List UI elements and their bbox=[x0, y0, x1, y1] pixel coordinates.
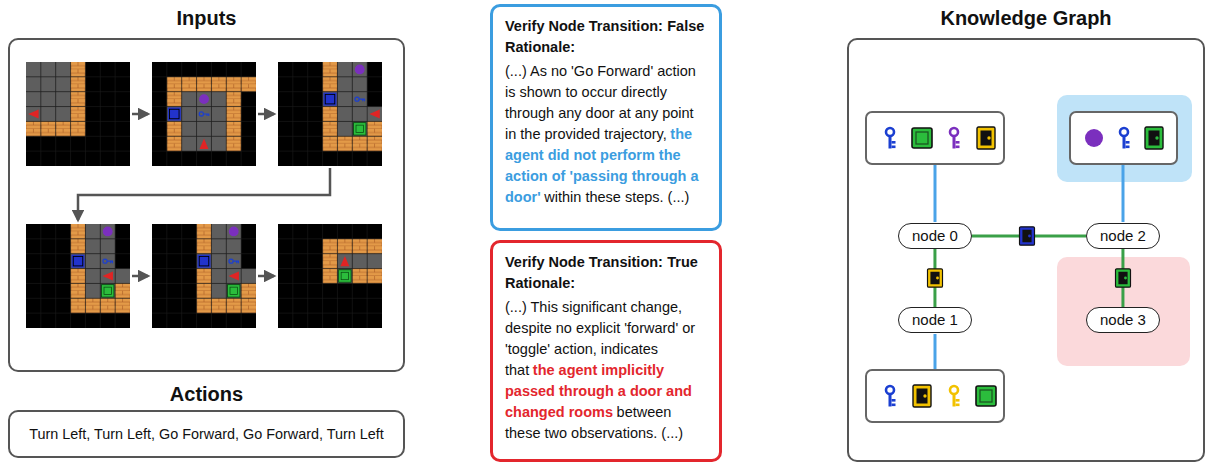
sequence-arrow bbox=[132, 275, 148, 278]
graph-node-label: node 2 bbox=[1100, 227, 1146, 244]
door-icon bbox=[928, 269, 943, 287]
sequence-arrow bbox=[258, 113, 274, 116]
graph-node-label: node 0 bbox=[912, 227, 958, 244]
verdict-value: False bbox=[667, 18, 704, 34]
grid-observation bbox=[26, 224, 130, 328]
door-icon bbox=[1020, 227, 1035, 245]
panel-title-text: Inputs bbox=[177, 7, 237, 29]
item-links bbox=[935, 164, 1123, 370]
rationale-text: (...) As no 'Go Forward' action is shown… bbox=[505, 63, 696, 142]
verdict-label: Verify Node Transition: bbox=[505, 18, 663, 34]
key-icon bbox=[886, 386, 896, 407]
sequence-arrow bbox=[132, 113, 148, 116]
rationale-heading: Rationale: bbox=[505, 273, 707, 294]
actions-box: Turn Left, Turn Left, Go Forward, Go For… bbox=[8, 410, 405, 458]
panel-title: Inputs bbox=[8, 4, 405, 32]
item-box bbox=[866, 370, 1004, 422]
box-icon bbox=[912, 128, 932, 148]
verdict-line: Verify Node Transition:False bbox=[505, 16, 707, 37]
rationale-body: (...) This significant change, despite n… bbox=[505, 297, 707, 444]
verdict-value: True bbox=[667, 254, 698, 270]
grid-observation bbox=[152, 224, 256, 328]
sequence-arrows bbox=[78, 114, 330, 276]
graph-node: node 1 bbox=[898, 307, 972, 333]
item-box bbox=[1070, 112, 1177, 164]
actions-panel: ActionsTurn Left, Turn Left, Go Forward,… bbox=[8, 380, 405, 458]
item-box bbox=[866, 112, 1004, 164]
panel-title: Actions bbox=[8, 380, 405, 408]
verdict-line: Verify Node Transition:True bbox=[505, 252, 707, 273]
key-icon bbox=[1120, 128, 1130, 149]
sequence-arrow bbox=[258, 275, 274, 278]
door-icon bbox=[913, 385, 931, 407]
rationale-heading: Rationale: bbox=[505, 37, 707, 58]
rationale-heading-text: Rationale: bbox=[505, 275, 575, 291]
grid-observation bbox=[26, 62, 130, 166]
graph-node: node 2 bbox=[1086, 223, 1160, 249]
verdict-box: Verify Node Transition:TrueRationale: (..… bbox=[490, 240, 722, 462]
panel-title-text: Knowledge Graph bbox=[940, 7, 1111, 29]
rationale-text: within these steps. (...) bbox=[544, 189, 689, 205]
box-icon bbox=[976, 386, 996, 406]
item-link bbox=[1122, 164, 1125, 222]
graph-node: node 3 bbox=[1086, 307, 1160, 333]
grid-observation bbox=[278, 224, 382, 328]
graph-node: node 0 bbox=[898, 223, 972, 249]
observation-frames bbox=[26, 62, 382, 328]
ball-icon bbox=[1085, 129, 1103, 147]
grid-observation bbox=[278, 62, 382, 166]
panel-title: Knowledge Graph bbox=[847, 4, 1205, 32]
graph-node-label: node 3 bbox=[1100, 311, 1146, 328]
grid-observation bbox=[152, 62, 256, 166]
key-icon bbox=[886, 128, 896, 149]
verdict-label: Verify Node Transition: bbox=[505, 254, 663, 270]
item-link bbox=[934, 164, 937, 222]
key-icon bbox=[950, 128, 960, 149]
panel-title-text: Actions bbox=[170, 383, 243, 405]
target-node-highlight bbox=[1057, 257, 1190, 366]
panel-border bbox=[8, 38, 405, 372]
panel-border bbox=[847, 38, 1205, 462]
sequence-arrow bbox=[78, 168, 330, 220]
action-sequence: Turn Left, Turn Left, Go Forward, Go For… bbox=[29, 426, 384, 442]
door-icon bbox=[1116, 269, 1131, 287]
door-icon bbox=[977, 127, 995, 149]
rationale-body: (...) As no 'Go Forward' action is shown… bbox=[505, 61, 707, 208]
item-link bbox=[934, 334, 937, 370]
panel: Knowledge Graph node 0 node 2 node 1 node 3 bbox=[847, 4, 1205, 462]
rationale-heading-text: Rationale: bbox=[505, 39, 575, 55]
door-icon bbox=[1145, 127, 1163, 149]
key-icon bbox=[950, 386, 960, 407]
graph-node-label: node 1 bbox=[912, 311, 958, 328]
verdict-box: Verify Node Transition:FalseRationale: (.… bbox=[490, 4, 722, 231]
panel: Inputs bbox=[8, 4, 405, 372]
